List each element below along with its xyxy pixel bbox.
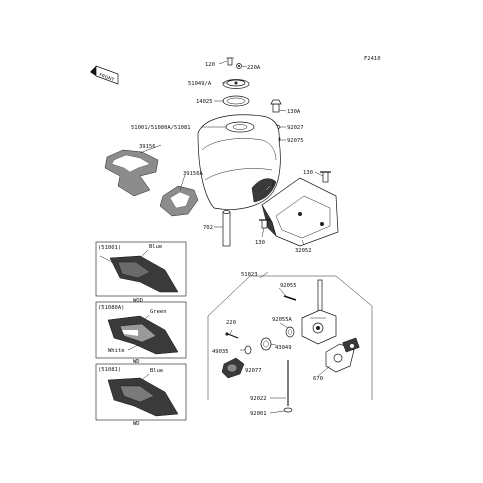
- label-32052: 32052: [295, 248, 312, 254]
- page-code: F2410: [364, 56, 381, 62]
- screw-220: [225, 332, 239, 339]
- variant-1-bottom: WOD: [133, 298, 143, 304]
- label-130-bottom: 130: [255, 240, 265, 246]
- bolt-130A: [270, 99, 282, 113]
- fuel-valve-51023: [301, 279, 337, 345]
- fuel-cock-outline: [207, 275, 373, 400]
- variant-1-code: (51001): [98, 245, 121, 251]
- label-130-right: 130: [303, 170, 313, 176]
- front-marker: FRONT: [90, 65, 119, 85]
- variant-3-bottom: WD: [133, 421, 140, 427]
- variant-box-2: (51080A) Green White WD: [95, 301, 187, 365]
- variant-box-3: (51081) Blue WD: [95, 363, 187, 427]
- label-92055: 92055: [280, 283, 297, 289]
- clamp-92001: [283, 407, 293, 413]
- variant-2-color-white: White: [108, 348, 125, 354]
- leader-lines-top: [139, 60, 324, 246]
- label-49035: 49035: [212, 349, 229, 355]
- label-220A: 220A: [247, 65, 261, 71]
- label-220: 220: [226, 320, 236, 326]
- variant-1-color: Blue: [149, 244, 162, 250]
- knob-92077: [221, 357, 245, 379]
- outlet-670: [325, 337, 360, 373]
- label-43049: 43049: [275, 345, 292, 351]
- seal-49035: [244, 345, 252, 355]
- label-51023: 51023: [241, 272, 258, 278]
- bolt-130-right: [320, 171, 331, 183]
- fuel-tank: [197, 114, 281, 210]
- variant-box-1: (51001) Blue WOD: [95, 241, 187, 304]
- label-670: 670: [313, 376, 323, 382]
- label-14025: 14025: [196, 99, 213, 105]
- pad-39156: [104, 149, 159, 197]
- washer-220A: [236, 63, 242, 69]
- variant-3-color: Blue: [150, 368, 163, 374]
- label-39156A: 39156A: [183, 171, 204, 177]
- label-92055A: 92055A: [272, 317, 293, 323]
- label-92022: 92022: [250, 396, 267, 402]
- cap-bolt-120: [226, 57, 234, 66]
- variant-2-bottom: WD: [133, 359, 140, 365]
- pad-39156A: [159, 185, 199, 217]
- label-120: 120: [205, 62, 215, 68]
- ring-43049: [260, 337, 272, 351]
- front-marker-text: FRONT: [98, 72, 115, 83]
- hose-702: [222, 210, 231, 247]
- label-92001: 92001: [250, 411, 267, 417]
- label-130A: 130A: [287, 109, 301, 115]
- bolt-130-bottom: [259, 219, 270, 229]
- label-39156: 39156: [139, 144, 156, 150]
- strainer-92055: [283, 295, 297, 303]
- gasket-92055A: [285, 326, 295, 338]
- label-92075: 92075: [287, 138, 304, 144]
- variant-2-code: (51080A): [98, 305, 125, 311]
- label-51001: 51001/51080A/51081: [131, 125, 191, 131]
- leader-lines-bottom: [229, 271, 331, 414]
- label-702: 702: [203, 225, 213, 231]
- variant-2-color-green: Green: [150, 309, 167, 315]
- label-92027: 92027: [287, 125, 304, 131]
- filler-cap-51049: [222, 79, 250, 89]
- variant-3-code: (51081): [98, 367, 121, 373]
- gasket-14025: [222, 95, 250, 107]
- label-51049: 51049/A: [188, 81, 212, 87]
- label-92077: 92077: [245, 368, 262, 374]
